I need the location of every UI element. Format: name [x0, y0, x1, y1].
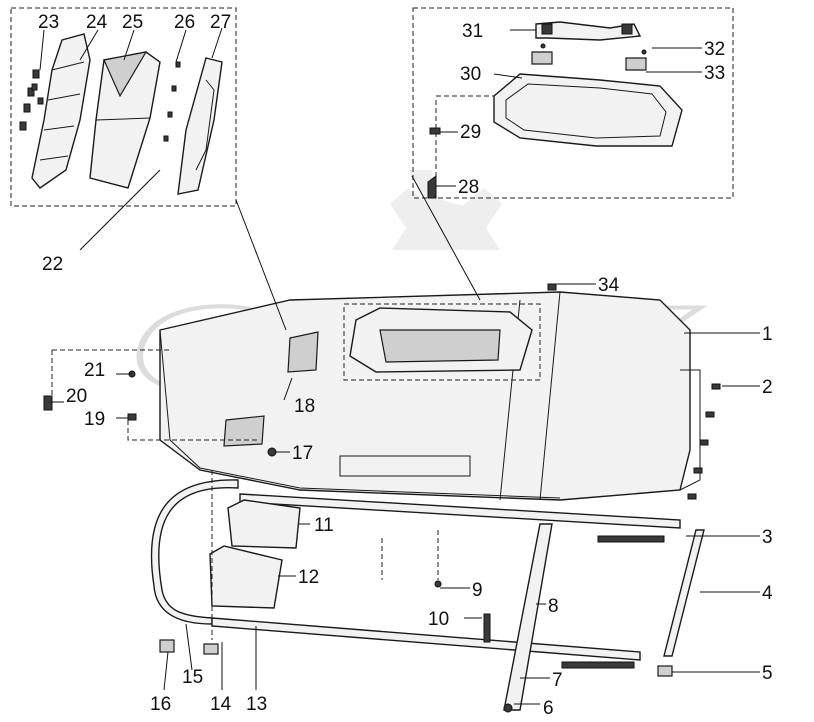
callout-16: 16	[150, 694, 171, 715]
callout-11: 11	[314, 515, 334, 536]
detail-box-right	[412, 7, 734, 199]
callout-17: 17	[292, 443, 313, 464]
callout-2: 2	[762, 377, 773, 398]
callout-5: 5	[762, 663, 773, 684]
callout-29: 29	[460, 122, 481, 143]
callout-10: 10	[428, 609, 449, 630]
callout-14: 14	[210, 694, 232, 715]
callout-6: 6	[543, 698, 554, 719]
callout-27: 27	[210, 12, 231, 33]
detail-box-left	[10, 7, 237, 207]
callout-31: 31	[462, 21, 483, 42]
callout-labels: 1 2 3 4 5 6 7 8 9 10 11 12 13 14 15 16 1…	[38, 12, 773, 719]
roof-body	[159, 291, 701, 501]
lower-parts	[43, 95, 721, 713]
callout-3: 3	[762, 527, 773, 548]
callout-15: 15	[182, 667, 203, 688]
callout-20: 20	[66, 386, 87, 407]
callout-33: 33	[704, 63, 725, 84]
left-box-parts	[19, 33, 223, 195]
callout-30: 30	[460, 64, 481, 85]
callout-24: 24	[86, 12, 108, 33]
right-box-parts	[427, 21, 683, 199]
callout-23: 23	[38, 12, 59, 33]
callout-32: 32	[704, 39, 725, 60]
callout-21: 21	[84, 360, 105, 381]
callout-9: 9	[472, 580, 483, 601]
callout-1: 1	[762, 324, 773, 345]
callout-25: 25	[122, 12, 143, 33]
callout-34: 34	[598, 275, 620, 296]
callout-19: 19	[84, 409, 105, 430]
callout-26: 26	[174, 12, 195, 33]
callout-22: 22	[42, 254, 63, 275]
callout-13: 13	[246, 694, 267, 715]
callout-18: 18	[294, 396, 315, 417]
callout-12: 12	[298, 567, 319, 588]
gear-icon	[390, 170, 502, 250]
callout-28: 28	[458, 177, 479, 198]
callout-4: 4	[762, 583, 773, 604]
callout-7: 7	[552, 670, 563, 691]
callout-8: 8	[548, 596, 559, 617]
leader-lines	[39, 27, 760, 705]
